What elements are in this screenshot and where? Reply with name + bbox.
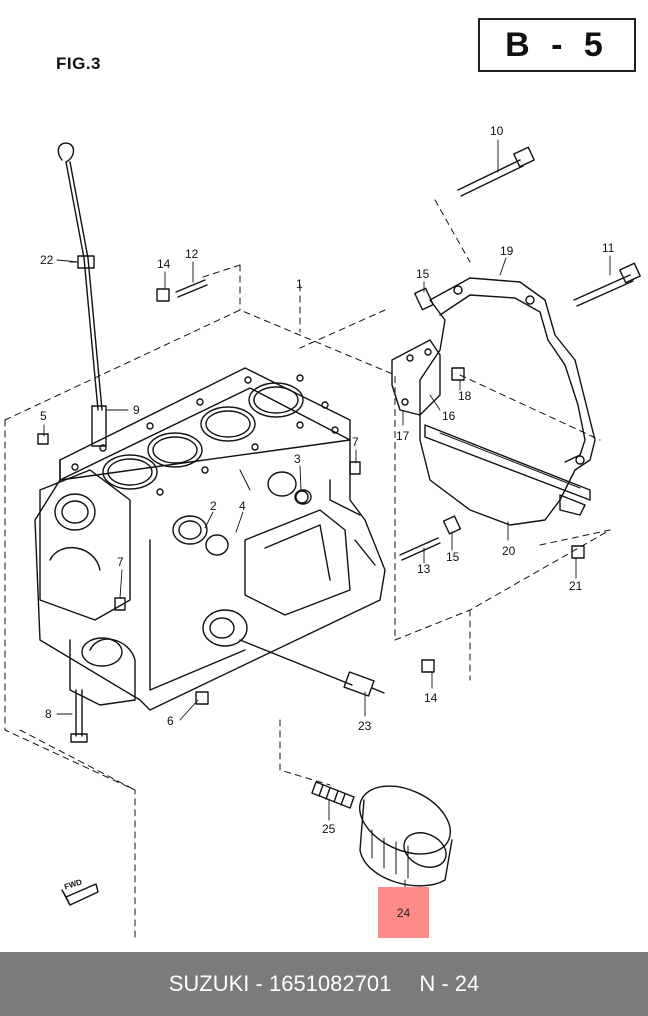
callout-7a: 7: [352, 435, 359, 449]
callout-7b: 7: [117, 555, 124, 569]
callout-20: 20: [502, 544, 516, 558]
bracket: [391, 339, 441, 416]
callout-14b: 14: [424, 691, 438, 705]
callout-4: 4: [239, 499, 246, 513]
callout-23: 23: [358, 719, 372, 733]
callout-17: 17: [396, 429, 410, 443]
callout-1: 1: [296, 277, 303, 291]
callout-21: 21: [569, 579, 583, 593]
callout-12: 12: [185, 247, 199, 261]
part-number-label: SUZUKI - 1651082701: [168, 971, 392, 996]
callout-3: 3: [294, 452, 301, 466]
exploded-parts-diagram: FIG.3 B - 5 FWD 1 2 3 4 5 6 7 7 8 9 10 1…: [4, 18, 641, 941]
assembly-boundary: [4, 199, 611, 941]
callout-8: 8: [45, 707, 52, 721]
callout-16: 16: [442, 409, 456, 423]
callout-22: 22: [40, 253, 54, 267]
callout-15b: 15: [446, 550, 460, 564]
callout-9: 9: [133, 403, 140, 417]
callout-18: 18: [458, 389, 472, 403]
callout-10: 10: [490, 124, 504, 138]
position-label: N - 24: [419, 971, 480, 996]
callout-5: 5: [40, 409, 47, 423]
callout-15a: 15: [416, 267, 430, 281]
page-reference-box: B - 5: [478, 18, 636, 72]
callout-14a: 14: [157, 257, 171, 271]
oil-filter: [358, 785, 453, 887]
oil-pressure-switch: [239, 639, 385, 697]
highlighted-part-callout: 24: [378, 887, 429, 938]
stud-bolt-25: [311, 781, 355, 809]
oil-level-gauge: [57, 142, 107, 447]
callout-11: 11: [602, 241, 615, 255]
cylinder-block: [34, 367, 386, 711]
callout-19: 19: [500, 244, 514, 258]
part-info-footer: SUZUKI - 1651082701 N - 24: [0, 952, 648, 1016]
plug-3: [295, 490, 309, 504]
bolts: [37, 146, 641, 743]
engine-block-drawing: [4, 139, 641, 941]
forward-arrow-icon: [61, 883, 99, 906]
callout-25: 25: [322, 822, 336, 836]
figure-label: FIG.3: [56, 54, 102, 73]
callout-2: 2: [210, 499, 217, 513]
callout-13: 13: [417, 562, 431, 576]
rear-end-plate: [419, 277, 596, 526]
callout-6: 6: [167, 714, 174, 728]
